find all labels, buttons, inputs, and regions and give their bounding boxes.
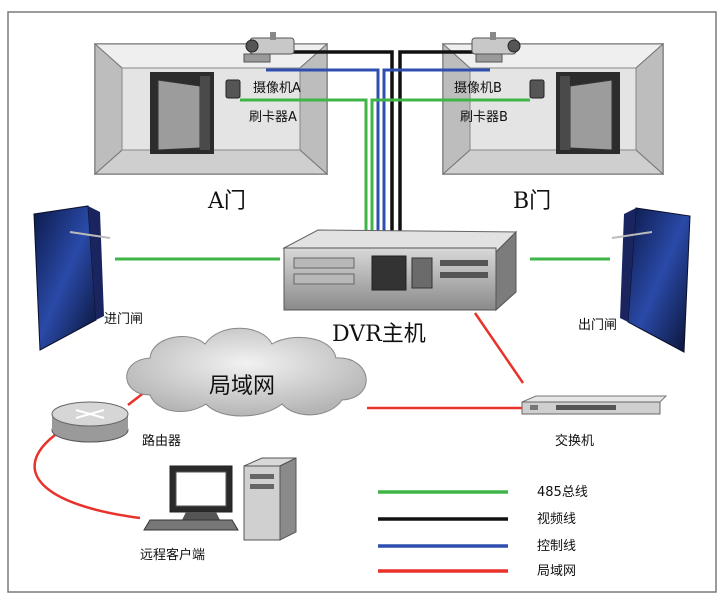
card-reader-a-icon <box>225 79 241 99</box>
exit-gate-label: 出门闸 <box>578 318 617 333</box>
room-a <box>93 42 329 176</box>
card-reader-b-label: 刷卡器B <box>460 110 508 125</box>
door-a-label: A门 <box>207 189 246 214</box>
switch-label: 交换机 <box>555 433 594 449</box>
diagram-frame <box>7 11 717 593</box>
legend-label-485: 485总线 <box>537 485 588 500</box>
control-line-b <box>382 68 490 232</box>
bus485-line-b <box>370 98 530 232</box>
legend: 485总线 视频线 控制线 局域网 <box>378 485 588 579</box>
camera-b-icon <box>471 32 521 63</box>
router-icon <box>51 401 129 443</box>
card-reader-a-label: 刷卡器A <box>249 110 297 125</box>
entry-gate-label: 进门闸 <box>104 312 143 327</box>
legend-label-control: 控制线 <box>537 539 576 554</box>
router-label: 路由器 <box>142 433 181 449</box>
entry-gate-icon <box>33 205 111 351</box>
bus485-line-a <box>240 98 368 232</box>
dvr-icon <box>282 229 518 312</box>
lan-line-router-client <box>33 434 141 520</box>
camera-a-label: 摄像机A <box>253 81 301 96</box>
control-line-a <box>266 68 380 232</box>
door-b-icon <box>556 72 620 154</box>
dvr-label: DVR主机 <box>332 322 426 347</box>
switch-icon <box>521 395 668 415</box>
legend-label-video: 视频线 <box>537 512 576 527</box>
camera-a-icon <box>243 32 295 63</box>
legend-label-lan: 局域网 <box>537 564 576 579</box>
lan-line-dvr-switch <box>473 312 525 384</box>
wiring <box>33 50 610 520</box>
door-b-label: B门 <box>513 189 551 214</box>
video-line-b <box>398 50 490 232</box>
exit-gate-icon <box>611 207 691 353</box>
video-line-a <box>280 50 394 232</box>
remote-client-pc-icon <box>143 457 297 541</box>
lan-cloud-icon <box>126 327 367 417</box>
camera-b-label: 摄像机B <box>454 81 502 96</box>
room-b <box>441 42 665 176</box>
lan-cloud-label: 局域网 <box>209 374 275 399</box>
card-reader-b-icon <box>529 79 545 99</box>
door-a-icon <box>150 72 214 154</box>
remote-client-label: 远程客户端 <box>140 547 205 563</box>
